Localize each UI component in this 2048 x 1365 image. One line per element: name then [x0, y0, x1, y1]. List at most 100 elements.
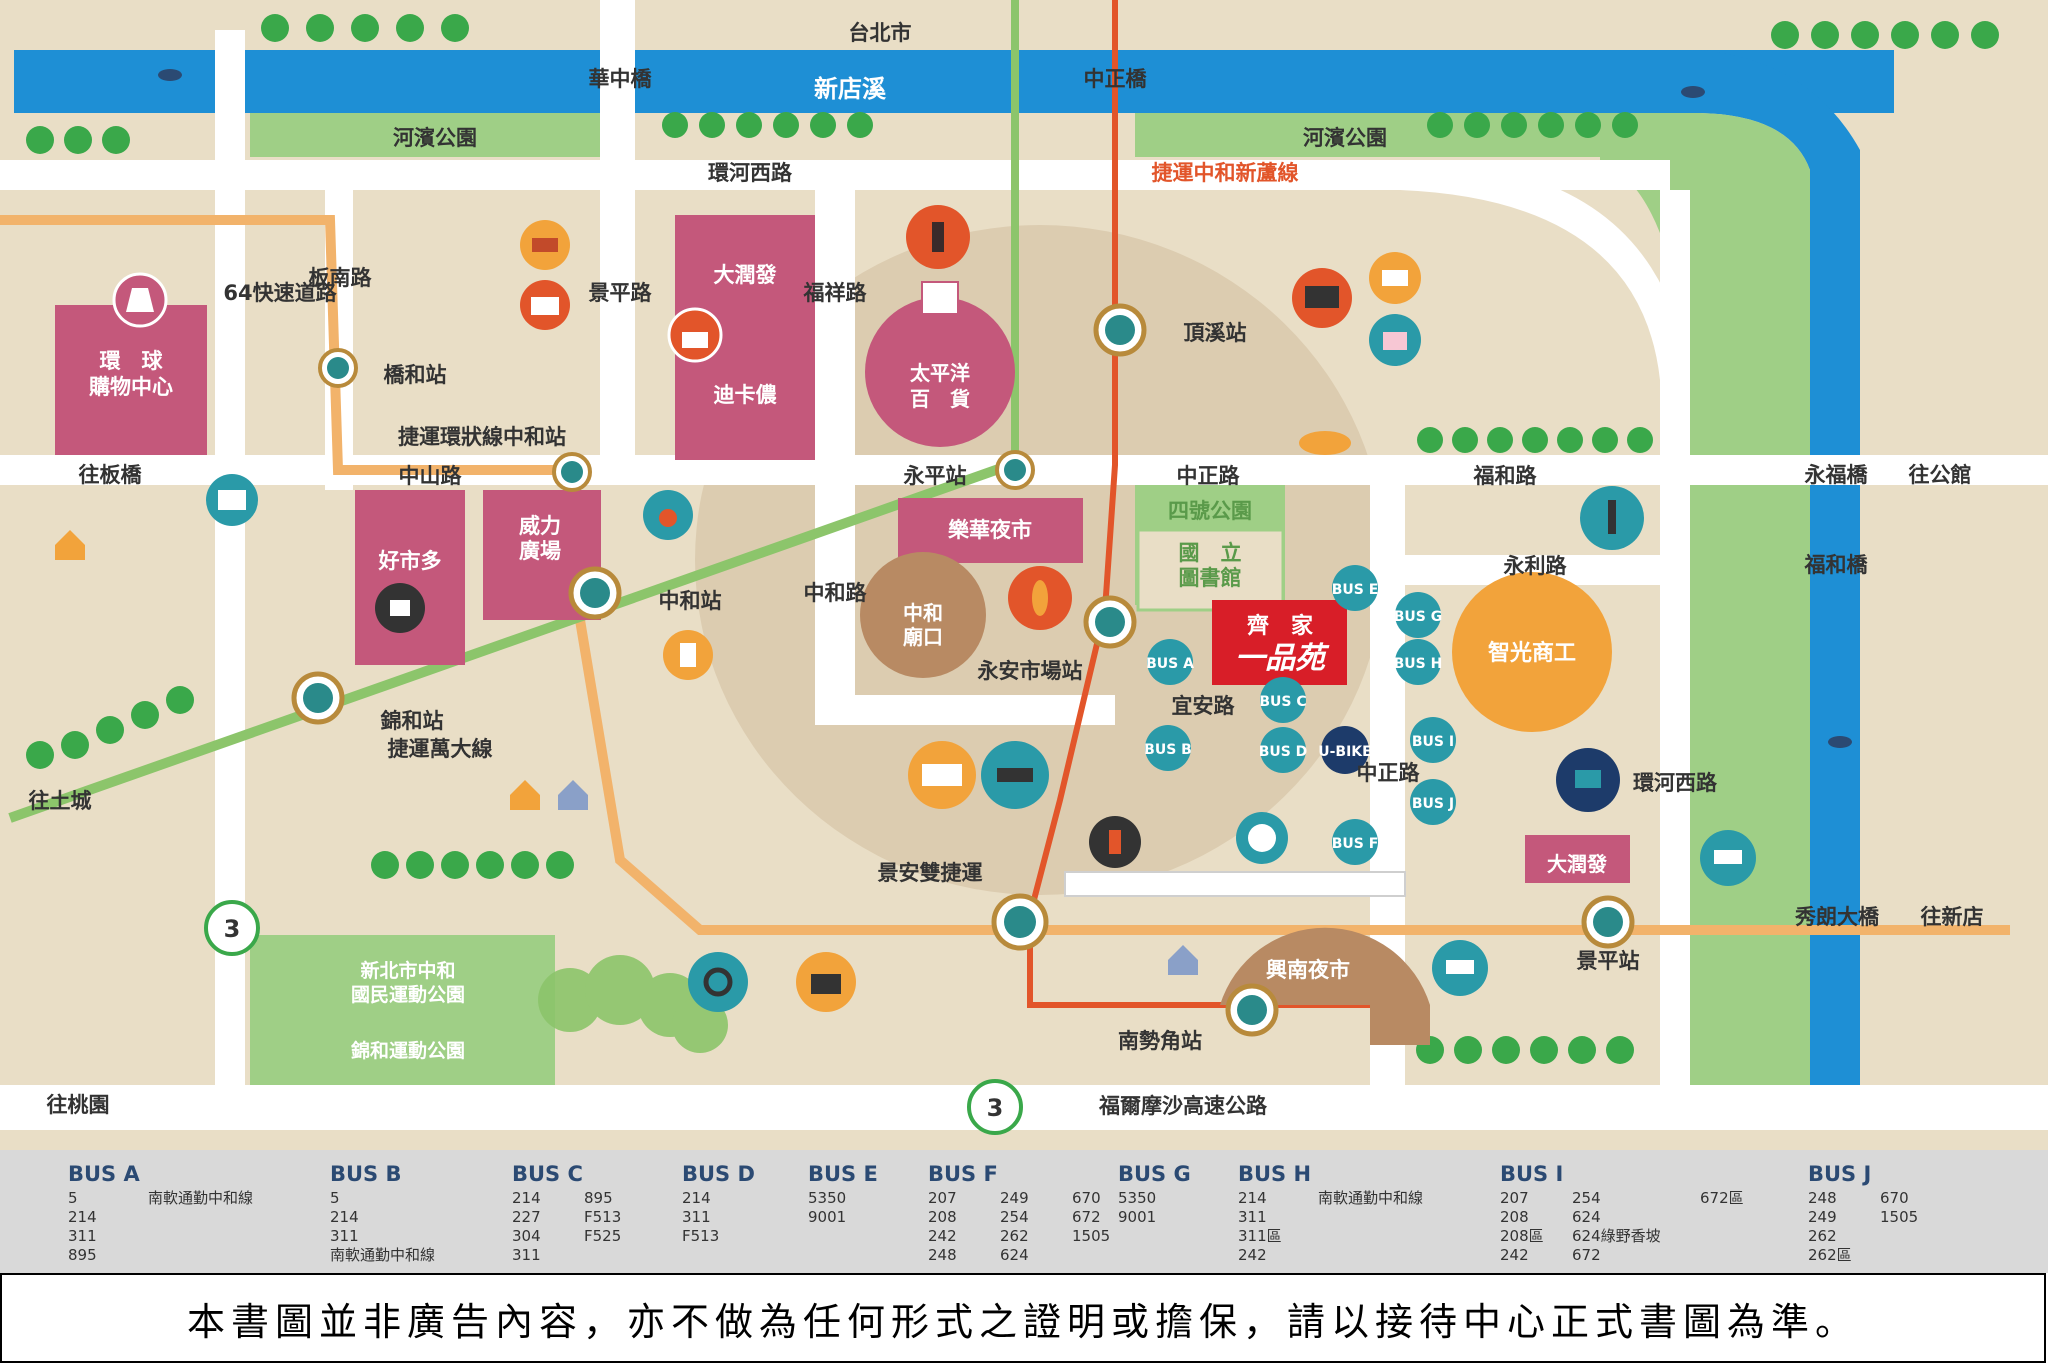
- station-yongan-market-label: 永安市場站: [977, 659, 1083, 683]
- bus-stop-j[interactable]: BUS J: [1410, 779, 1456, 825]
- station-zhonghe-marker[interactable]: [568, 566, 622, 620]
- zhiguang-label: 智光商工: [1488, 640, 1576, 666]
- bus-legend-heading: BUS H: [1238, 1162, 1311, 1186]
- library-block[interactable]: [1136, 528, 1285, 612]
- bus-route-entry: 242: [928, 1227, 957, 1245]
- bus-legend-background: [0, 1150, 2048, 1273]
- sofa-icon: [520, 220, 570, 270]
- costco-label: 好市多: [378, 549, 442, 573]
- xingnan-night-market-shape[interactable]: [1220, 927, 1430, 1045]
- bus-route-entry: 207: [928, 1189, 957, 1207]
- svg-text:BUS D: BUS D: [1259, 744, 1308, 760]
- bus-stop-i[interactable]: BUS I: [1410, 717, 1456, 763]
- global-mall-label-1: 環 球: [100, 349, 164, 373]
- bread-icon: [1008, 566, 1072, 630]
- bus-route-entry: 1505: [1072, 1227, 1110, 1245]
- xindian-river-bend: [1700, 50, 1860, 1085]
- car-icon: [1299, 431, 1351, 455]
- bus-legend-heading: BUS G: [1118, 1162, 1191, 1186]
- svg-text:BUS G: BUS G: [1394, 609, 1443, 625]
- global-mall-block[interactable]: [55, 305, 207, 455]
- house-icon-left: [55, 530, 85, 560]
- temple-circle[interactable]: [860, 552, 986, 678]
- bus-stop-b[interactable]: BUS B: [1144, 725, 1192, 771]
- svg-text:BUS A: BUS A: [1146, 656, 1194, 672]
- bus-stop-e[interactable]: BUS E: [1332, 565, 1379, 611]
- bus-route-entry: 5: [330, 1189, 340, 1207]
- rtmart2-block[interactable]: [1525, 835, 1630, 883]
- bus-legend-heading: BUS E: [808, 1162, 878, 1186]
- bus-stop-h[interactable]: BUS H: [1394, 639, 1443, 685]
- station-jinhe-marker[interactable]: [291, 671, 345, 725]
- zhongzheng-road-v-label: 中正路: [1357, 761, 1421, 785]
- yongli-road-label: 永利路: [1503, 554, 1568, 578]
- ubike-stop[interactable]: U-BIKE: [1318, 726, 1372, 774]
- bus-route-entry: F513: [682, 1227, 719, 1245]
- riverside-park-left-label: 河濱公園: [393, 126, 477, 150]
- gazebo-icon: [1369, 252, 1421, 304]
- bus-legend-heading: BUS B: [330, 1162, 402, 1186]
- weili-label-1: 威力: [519, 514, 561, 538]
- riverside-park-left: [250, 113, 605, 157]
- station-jingan-marker[interactable]: [991, 893, 1049, 951]
- bus-route-entry: 895: [584, 1189, 613, 1207]
- bus-route-entry: 670: [1072, 1189, 1101, 1207]
- gift-icon: [375, 583, 425, 633]
- bus-route-entry: F513: [584, 1208, 621, 1226]
- road-zhonghe: [815, 190, 855, 720]
- temple-label-1: 中和: [903, 601, 943, 625]
- bus-route-entry: 9001: [808, 1208, 846, 1226]
- pacific-label-1: 太平洋: [910, 361, 970, 385]
- huanhe-west-right-label: 環河西路: [1633, 771, 1718, 795]
- bus-route-entry: 895: [68, 1246, 97, 1264]
- bus-stop-d[interactable]: BUS D: [1259, 727, 1308, 773]
- riverside-park-right-label: 河濱公園: [1303, 126, 1387, 150]
- cup-icon: [663, 630, 713, 680]
- bus-route-entry: 242: [1238, 1246, 1267, 1264]
- weili-label-2: 廣場: [519, 539, 561, 563]
- station-dingxi-label: 頂溪站: [1184, 321, 1247, 345]
- costco-block[interactable]: [355, 490, 465, 665]
- station-qiaohe-marker[interactable]: [318, 348, 358, 388]
- bus-stops: BUS A BUS B BUS C BUS D U-BIKE BUS E BUS…: [1144, 565, 1456, 865]
- station-jingping-marker[interactable]: [1581, 895, 1635, 949]
- station-yongan-market-marker[interactable]: [1083, 595, 1137, 649]
- zhongzheng-road-label: 中正路: [1177, 464, 1241, 488]
- disclaimer-text: 本書圖並非廣告內容，亦不做為任何形式之證明或擔保，請以接待中心正式書圖為準。: [0, 1273, 2046, 1363]
- cart-icon: [1556, 748, 1620, 812]
- station-circular-zhonghe-marker[interactable]: [552, 452, 592, 492]
- park4-label: 四號公園: [1168, 499, 1252, 523]
- storefront-icon: [908, 741, 976, 809]
- bannan-road-label: 板南路: [309, 266, 373, 290]
- bus-route-entry: 南軟通勤中和線: [148, 1189, 253, 1207]
- library-label-1: 國 立: [1179, 541, 1242, 565]
- clock-icon: [1236, 812, 1288, 864]
- highway-shield-bottom: 3: [967, 1079, 1023, 1135]
- station-yongping-label: 永平站: [903, 464, 967, 488]
- bus-route-entry: 214: [330, 1208, 359, 1226]
- riverside-park-bend: [1600, 113, 1810, 1085]
- station-yongping-marker[interactable]: [995, 450, 1035, 490]
- fish-icon-right: [1681, 86, 1705, 98]
- bus-stop-f[interactable]: BUS F: [1332, 819, 1379, 865]
- bus-route-entry: 242: [1500, 1246, 1529, 1264]
- bus-stop-g[interactable]: BUS G: [1394, 592, 1443, 638]
- road-huanhe-west-top-label: 環河西路: [708, 161, 793, 185]
- shopping-bag-icon: [921, 281, 959, 315]
- project-block[interactable]: [1212, 600, 1347, 685]
- lehua-night-market-block[interactable]: [898, 498, 1083, 563]
- sports-park-label-1: 新北市中和: [360, 959, 455, 982]
- house-icon-center: [1168, 945, 1198, 975]
- station-dingxi-marker[interactable]: [1093, 303, 1147, 357]
- road-jingping: [600, 0, 635, 470]
- bus-stop-a[interactable]: BUS A: [1146, 639, 1194, 685]
- bus-stop-c[interactable]: BUS C: [1259, 677, 1307, 723]
- bus-route-entry: 南軟通勤中和線: [1318, 1189, 1423, 1207]
- station-nanshijiao-marker[interactable]: [1225, 983, 1279, 1037]
- zhiguang-circle[interactable]: [1452, 572, 1612, 732]
- bus-route-entry: 227: [512, 1208, 541, 1226]
- project-label-1: 齊 家: [1247, 613, 1314, 639]
- pacific-dept-circle[interactable]: [865, 297, 1015, 447]
- road-huanhe-west-top: [0, 160, 1670, 190]
- svg-text:3: 3: [224, 915, 241, 943]
